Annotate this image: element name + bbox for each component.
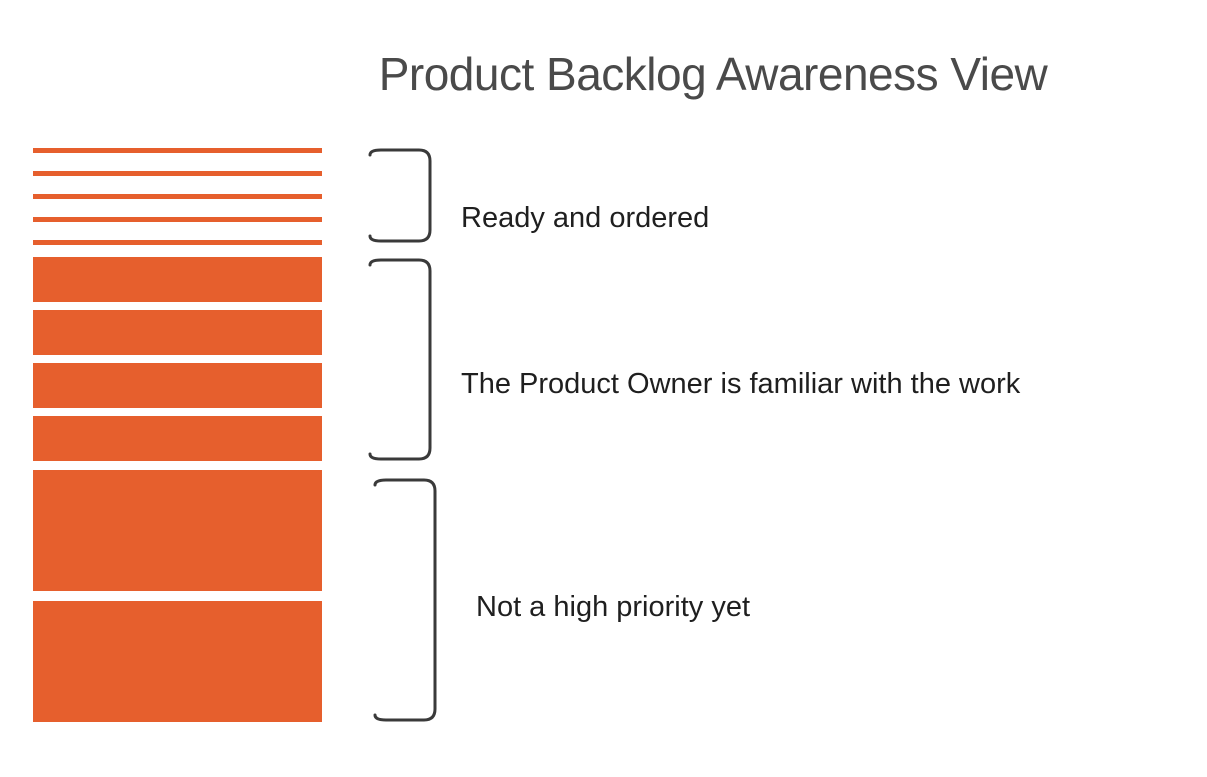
bracket-familiar-icon [368,258,432,461]
backlog-item-thin-line [33,194,322,199]
bracket-low-priority-icon [373,478,437,722]
page-title: Product Backlog Awareness View [378,47,1048,100]
section-label-ready: Ready and ordered [461,202,710,234]
backlog-item-medium-bar [33,416,322,461]
backlog-group-low-priority [33,470,322,722]
backlog-item-thin-line [33,240,322,245]
backlog-item-medium-bar [33,363,322,408]
backlog-item-thin-line [33,171,322,176]
section-label-familiar: The Product Owner is familiar with the w… [461,368,1021,400]
backlog-item-thin-line [33,217,322,222]
backlog-group-familiar [33,257,322,461]
backlog-item-medium-bar [33,310,322,355]
backlog-item-large-block [33,470,322,591]
backlog-item-medium-bar [33,257,322,302]
section-label-low-priority: Not a high priority yet [476,591,751,623]
backlog-group-ready [33,148,322,245]
backlog-item-large-block [33,601,322,722]
backlog-item-thin-line [33,148,322,153]
bracket-ready-icon [368,148,432,243]
